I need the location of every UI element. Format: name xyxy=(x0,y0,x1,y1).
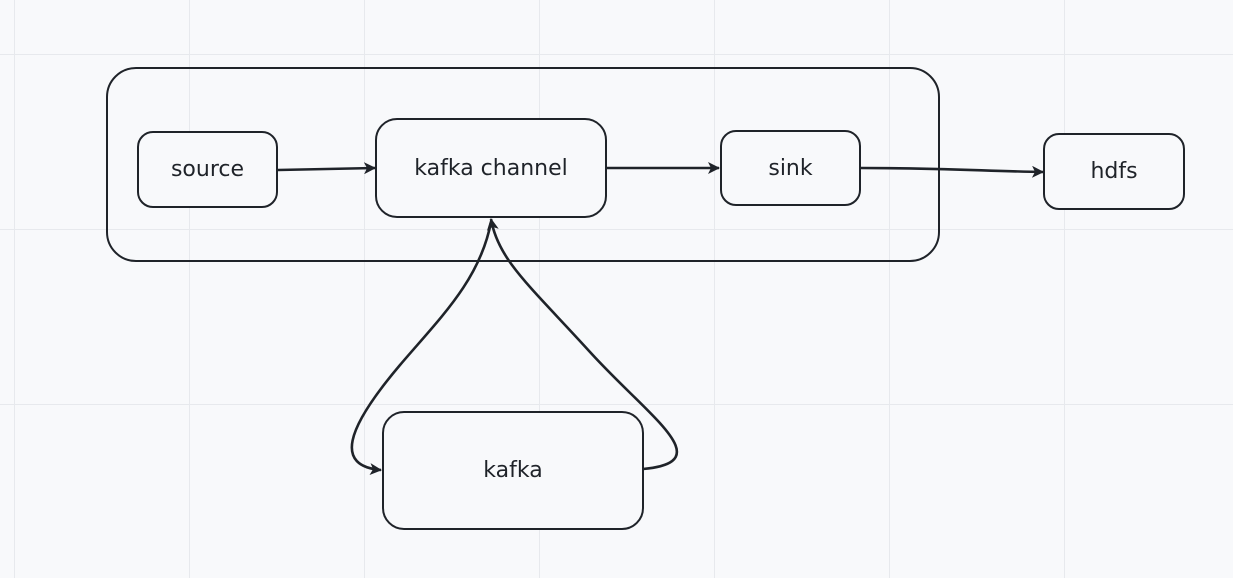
kafka-node-label: kafka xyxy=(483,458,543,483)
sink-node-label: sink xyxy=(768,155,813,181)
kafka-channel-node[interactable]: kafka channel xyxy=(375,118,607,218)
hdfs-node-label: hdfs xyxy=(1090,159,1138,184)
source-node[interactable]: source xyxy=(137,131,278,208)
agent-group-box[interactable] xyxy=(106,67,940,262)
edge-kafka-channel-to-kafka[interactable] xyxy=(350,221,493,476)
sink-node[interactable]: sink xyxy=(720,130,861,206)
edge-sink-to-hdfs[interactable] xyxy=(860,165,1044,178)
kafka-node[interactable]: kafka xyxy=(382,411,644,530)
hdfs-node[interactable]: hdfs xyxy=(1043,133,1185,210)
kafka-channel-node-label: kafka channel xyxy=(414,155,568,181)
edge-kafka-to-kafka-channel[interactable] xyxy=(486,218,679,471)
source-node-label: source xyxy=(170,157,245,182)
edge-source-to-kafka-channel[interactable] xyxy=(277,162,376,175)
